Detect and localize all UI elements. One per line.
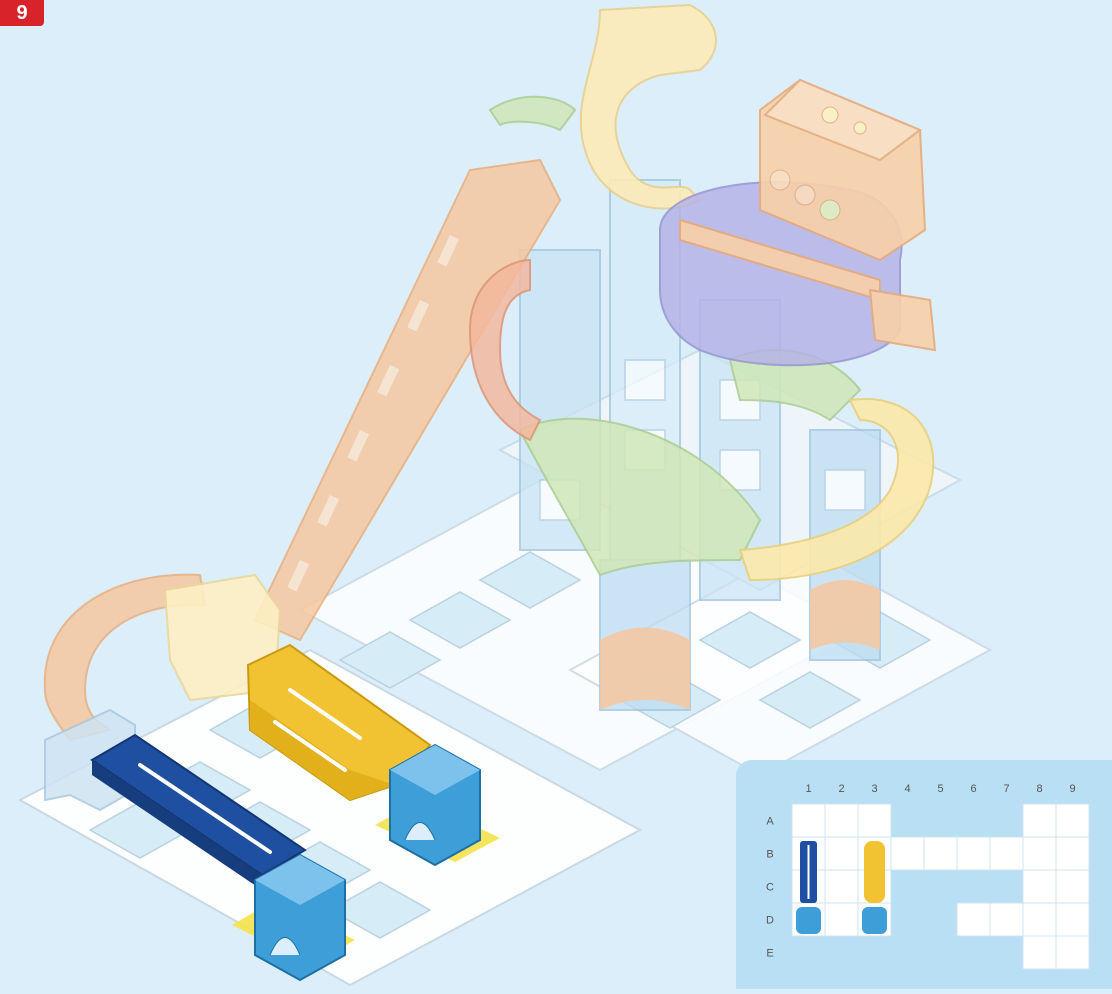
grid-cell bbox=[1056, 936, 1089, 969]
grid-cell bbox=[990, 903, 1023, 936]
map-blue-stand bbox=[862, 907, 887, 934]
grid-cell bbox=[858, 804, 891, 837]
grid-cell bbox=[1023, 903, 1056, 936]
column-label: 8 bbox=[1036, 783, 1042, 795]
grid-cell bbox=[1056, 804, 1089, 837]
green-top-curve bbox=[490, 97, 575, 130]
grid-cell bbox=[957, 837, 990, 870]
grid-cell bbox=[990, 837, 1023, 870]
column-label: 2 bbox=[838, 783, 844, 795]
column-label: 3 bbox=[871, 783, 877, 795]
grid-cell bbox=[957, 903, 990, 936]
blue-stand-front bbox=[255, 855, 345, 980]
cream-hook bbox=[581, 5, 716, 208]
column-label: 1 bbox=[805, 783, 811, 795]
map-blue-stand bbox=[796, 907, 821, 934]
row-label: D bbox=[766, 915, 774, 927]
grid-cell bbox=[1056, 870, 1089, 903]
grid-cell bbox=[1056, 837, 1089, 870]
grid-cell bbox=[825, 870, 858, 903]
grid-cell bbox=[1023, 804, 1056, 837]
column-label: 6 bbox=[970, 783, 976, 795]
blue-stand-back bbox=[390, 745, 480, 865]
grid-cell bbox=[891, 837, 924, 870]
map-yellow-chute bbox=[864, 841, 885, 903]
grid-cell bbox=[924, 837, 957, 870]
row-label: C bbox=[766, 882, 774, 894]
grid-cell bbox=[825, 804, 858, 837]
grid-cell bbox=[1023, 870, 1056, 903]
grid-cell bbox=[1023, 837, 1056, 870]
grid-cell bbox=[792, 804, 825, 837]
row-label: A bbox=[766, 816, 774, 828]
column-label: 9 bbox=[1069, 783, 1075, 795]
column-label: 7 bbox=[1003, 783, 1009, 795]
grid-cell bbox=[1056, 903, 1089, 936]
grid-cell bbox=[1023, 936, 1056, 969]
column-label: 5 bbox=[937, 783, 943, 795]
row-label: E bbox=[766, 948, 773, 960]
grid-cell bbox=[825, 903, 858, 936]
grid-map: 1 2 3 4 5 6 7 8 9A B C D E bbox=[736, 760, 1112, 989]
row-label: B bbox=[766, 849, 773, 861]
grid-cell bbox=[825, 837, 858, 870]
column-label: 4 bbox=[904, 783, 910, 795]
